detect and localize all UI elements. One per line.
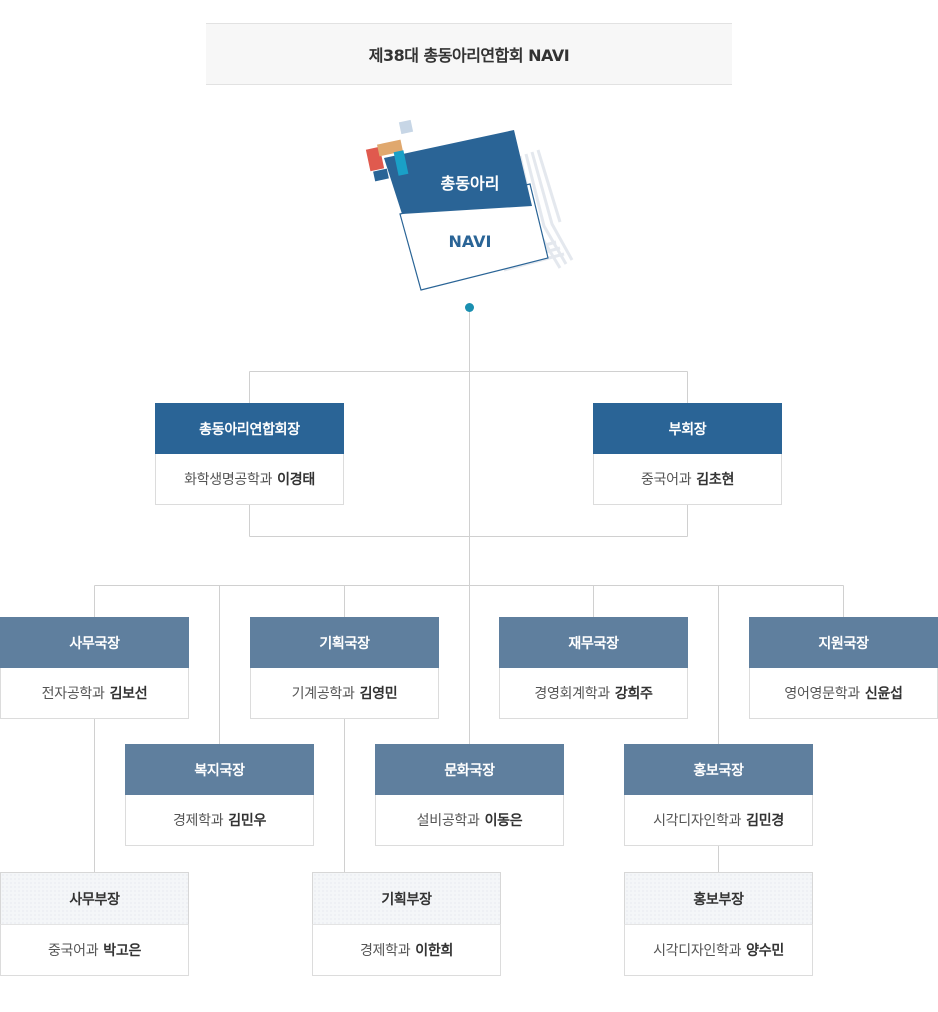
node-dept: 기계공학과 [291, 686, 355, 702]
node-name: 이한희 [415, 943, 454, 959]
node-name: 이경태 [277, 472, 315, 488]
node-name: 김민우 [228, 813, 267, 829]
node-role: 부회장 [593, 403, 782, 454]
node-name: 신윤섭 [864, 686, 903, 702]
node-dept: 중국어과 [640, 472, 692, 488]
node-dept: 시각디자인학과 [653, 943, 742, 959]
node-role: 재무국장 [499, 617, 688, 668]
navi-logo: 총동아리 NAVI [360, 118, 580, 308]
node-role: 기획국장 [250, 617, 439, 668]
node-dept: 영어영문학과 [784, 686, 860, 702]
node-dept: 시각디자인학과 [653, 813, 742, 829]
logo-line1: 총동아리 [440, 174, 500, 193]
page-title: 제38대 총동아리연합회 NAVI [206, 23, 732, 85]
node-dept: 경제학과 [172, 813, 224, 829]
node-role: 총동아리연합회장 [155, 403, 344, 454]
node-role: 홍보부장 [624, 872, 813, 925]
connector-dot [465, 303, 474, 312]
node-dept: 전자공학과 [41, 686, 105, 702]
node-dept: 설비공학과 [416, 813, 480, 829]
node-role: 홍보국장 [624, 744, 813, 795]
node-role: 기획부장 [312, 872, 501, 925]
node-name: 김영민 [359, 686, 398, 702]
logo-graphic [365, 119, 574, 291]
node-role: 사무부장 [0, 872, 189, 925]
node-name: 양수민 [746, 943, 784, 959]
node-name: 박고은 [103, 943, 142, 959]
node-name: 이동은 [484, 813, 523, 829]
node-name: 강희주 [614, 686, 653, 702]
node-dept: 경영회계학과 [534, 686, 610, 702]
logo-line2: NAVI [448, 232, 492, 251]
node-dept: 경제학과 [359, 943, 411, 959]
node-role: 지원국장 [749, 617, 938, 668]
node-role: 사무국장 [0, 617, 189, 668]
node-dept: 중국어과 [47, 943, 99, 959]
node-role: 복지국장 [125, 744, 314, 795]
node-name: 김초현 [696, 472, 735, 488]
node-dept: 화학생명공학과 [184, 472, 273, 488]
node-role: 문화국장 [375, 744, 564, 795]
node-name: 김민경 [746, 813, 784, 829]
node-name: 김보선 [109, 686, 148, 702]
